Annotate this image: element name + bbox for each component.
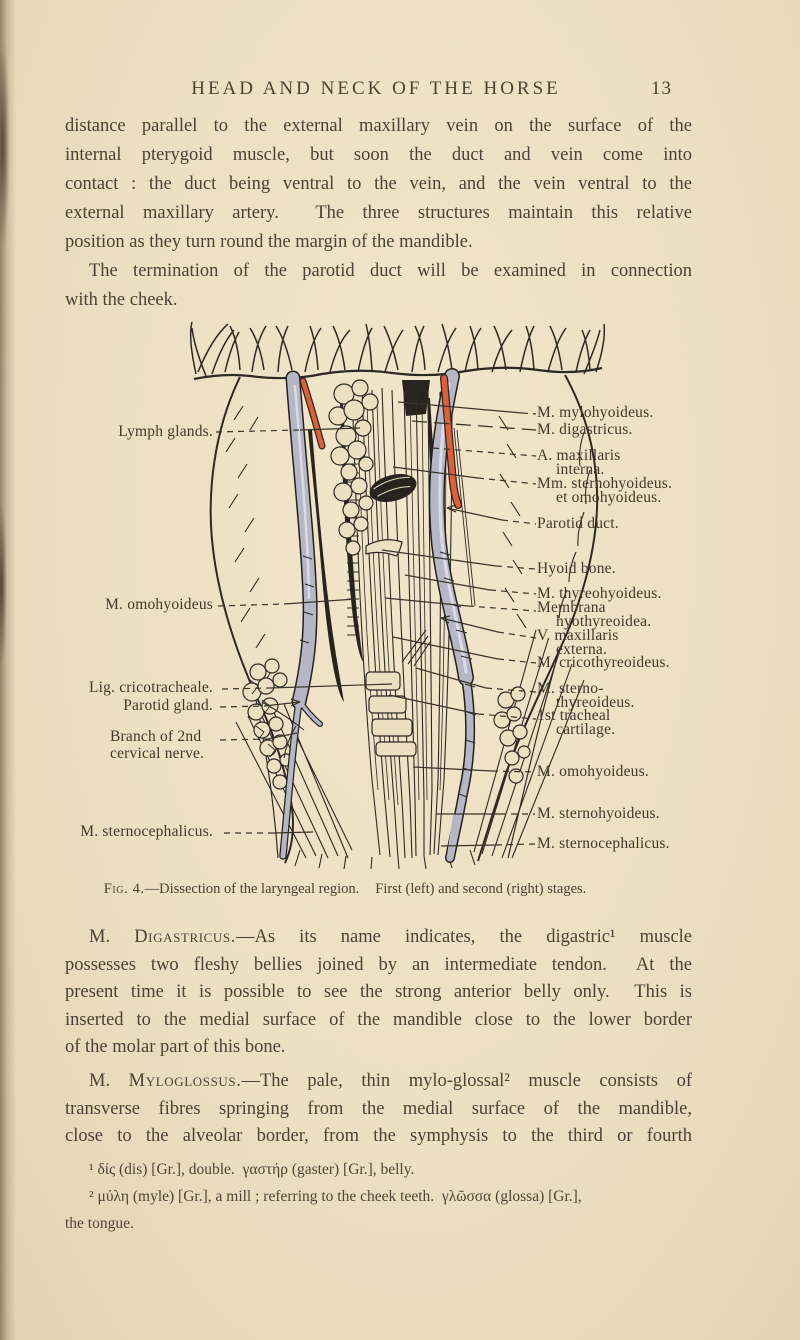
intro-line: contact : the duct being ventral to the …	[65, 174, 692, 194]
gutter-smudge	[0, 40, 10, 250]
figure-caption-number: Fig. 4.	[103, 881, 145, 897]
label-cervical-nerve-branch: Branch of 2nd cervical nerve.	[110, 728, 204, 762]
label-mm-sternohyoideus-2: et omohyoideus.	[556, 489, 662, 506]
myloglossus-paragraph: M. Myloglossus.—The pale, thin mylo-glos…	[65, 1068, 692, 1151]
footnote-line: the tongue.	[65, 1215, 134, 1232]
lymph-glands-blobs	[328, 379, 379, 556]
right-gland-blobs	[493, 686, 531, 784]
footnote-line: ² μύλη (myle) [Gr.], a mill ; referring …	[89, 1188, 582, 1205]
label-line: Branch of 2nd	[110, 728, 202, 745]
figure-caption: Fig. 4.—Dissection of the laryngeal regi…	[60, 881, 630, 898]
page-header-title: HEAD AND NECK OF THE HORSE	[191, 78, 561, 99]
label-v-maxillaris-2: externa.	[556, 641, 608, 658]
label-a-maxillaris-2: interna.	[556, 461, 605, 478]
figure-caption-text: —Dissection of the laryngeal region.	[144, 881, 360, 897]
intro-paragraph: distance parallel to the external maxill…	[65, 112, 692, 315]
gutter-smudge	[0, 500, 7, 670]
para-line: M. Digastricus.—As its name indicates, t…	[89, 927, 693, 947]
label-sternocephalicus-right: M. sternocephalicus.	[537, 835, 670, 852]
label-line: cervical nerve.	[110, 745, 205, 762]
label-omohyoideus-right: M. omohyoideus.	[537, 763, 649, 780]
label-parotid-duct: Parotid duct.	[537, 515, 619, 532]
cheek-hatching	[225, 405, 591, 679]
label-omohyoideus-left: M. omohyoideus	[105, 596, 213, 613]
leader-lines	[215, 401, 537, 847]
label-membrana: Membrana	[537, 599, 606, 616]
parotid-gland-blobs	[242, 658, 293, 790]
label-a-maxillaris: A. maxillaris	[537, 447, 621, 464]
para-line: possesses two fleshy bellies joined by a…	[65, 954, 692, 975]
para-line: inserted to the medial surface of the ma…	[65, 1009, 692, 1030]
gutter-shadow	[0, 0, 16, 1340]
digastricus-paragraph: M. Digastricus.—As its name indicates, t…	[65, 924, 692, 1062]
intro-line: internal pterygoid muscle, but soon the …	[65, 145, 692, 165]
intro-line: distance parallel to the external maxill…	[65, 116, 692, 136]
diagonal-muscles	[235, 629, 585, 870]
para-line: present time it is possible to see the s…	[65, 982, 692, 1002]
left-vein	[279, 370, 323, 860]
para-line: of the molar part of this bone.	[65, 1037, 286, 1057]
figure-caption-text2: First (left) and second (right) stages.	[375, 881, 587, 897]
label-tracheal-cartilage: 1st tracheal	[537, 707, 611, 724]
label-sternothyreoideus-2: thyreoideus.	[556, 694, 635, 711]
label-tracheal-cartilage-2: cartilage.	[556, 721, 616, 738]
intro-line: with the cheek.	[65, 290, 178, 310]
label-cricothyreoideus: M. cricothyreoideus.	[537, 654, 670, 671]
fascia-ladder	[347, 454, 359, 636]
para-line: close to the alveolar border, from the s…	[65, 1126, 692, 1146]
intro-line: The termination of the parotid duct will…	[89, 261, 692, 281]
incision-edge	[193, 366, 603, 381]
right-vein	[428, 368, 477, 863]
label-lig-cricotracheale: Lig. cricotracheale.	[88, 679, 213, 696]
label-membrana-2: hyothyreoidea.	[556, 613, 652, 630]
label-thyreohyoideus: M. thyreohyoideus.	[537, 585, 662, 602]
fur-strokes	[189, 321, 606, 377]
footnotes: ¹ δίς (dis) [Gr.], double. γαστήρ (gaste…	[65, 1156, 692, 1237]
arteries	[299, 374, 462, 509]
label-sternohyoideus-right: M. sternohyoideus.	[537, 805, 660, 822]
para-line: transverse fibres springing from the med…	[65, 1098, 692, 1119]
label-hyoid-bone: Hyoid bone.	[537, 560, 616, 577]
central-muscle-fibres	[351, 387, 453, 859]
footnote-line: ¹ δίς (dis) [Gr.], double. γαστήρ (gaste…	[89, 1161, 415, 1178]
label-mylohyoideus: M. mylohyoideus.	[537, 404, 654, 421]
hyoid-and-trachea	[365, 473, 431, 757]
label-lymph-glands: Lymph glands.	[118, 423, 213, 440]
label-digastricus: M. digastricus.	[537, 421, 633, 438]
page-number: 13	[651, 78, 672, 99]
label-mm-sternohyoideus: Mm. sternohyoideus.	[537, 475, 673, 492]
shadow-slivers	[308, 380, 462, 702]
intro-line: external maxillary artery. The three str…	[65, 203, 692, 223]
label-v-maxillaris: V. maxillaris	[537, 627, 619, 644]
label-parotid-gland: Parotid gland.	[123, 697, 213, 714]
para-line: M. Myloglossus.—The pale, thin mylo-glos…	[89, 1071, 692, 1091]
label-sternothyreoideus: M. sterno-	[537, 680, 604, 697]
label-sternocephalicus-left: M. sternocephalicus.	[80, 823, 213, 840]
cervical-nerve-branch	[261, 701, 305, 759]
intro-line: position as they turn round the margin o…	[65, 232, 473, 252]
